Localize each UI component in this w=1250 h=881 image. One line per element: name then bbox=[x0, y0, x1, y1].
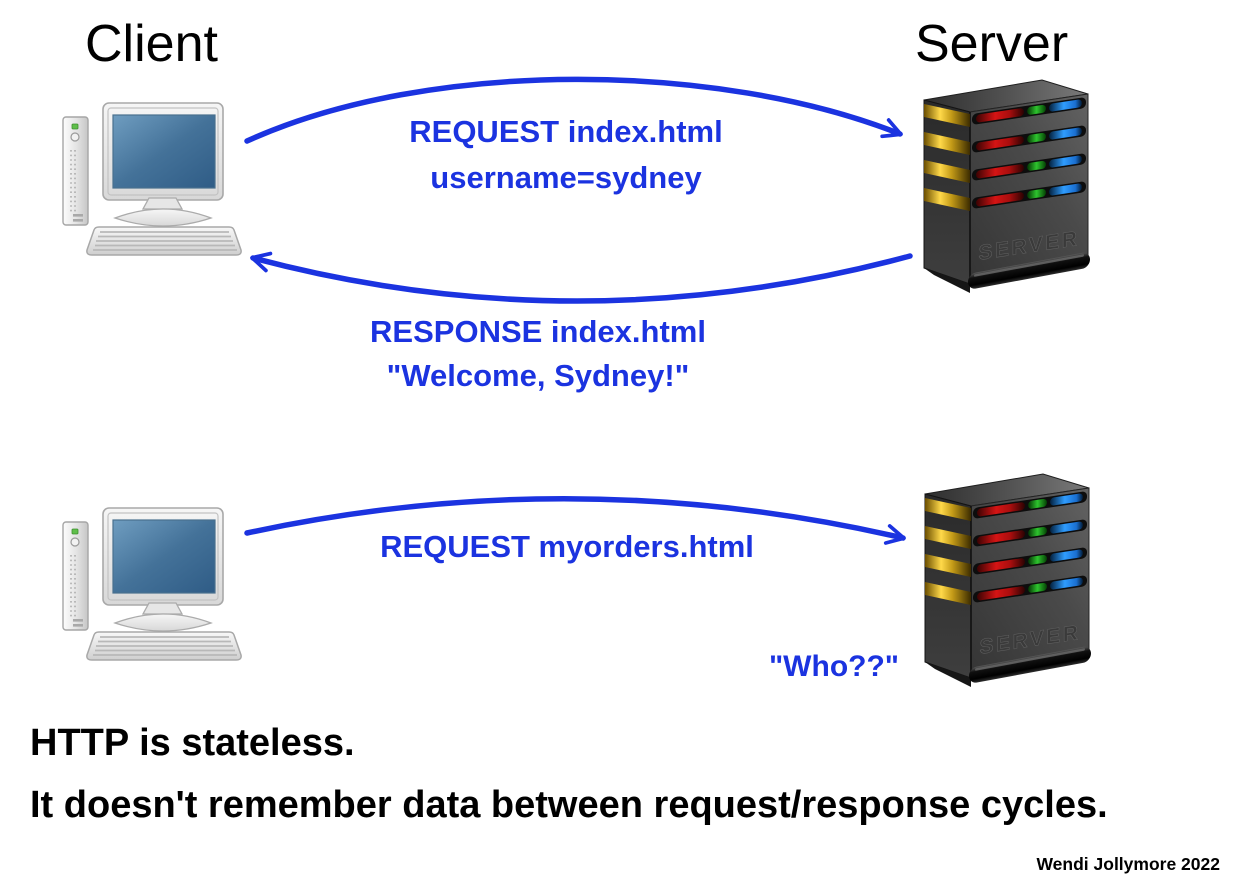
response-arrow-1 bbox=[250, 251, 913, 304]
server-reaction-label: "Who??" bbox=[768, 650, 900, 683]
response1-line2: "Welcome, Sydney!" bbox=[386, 358, 690, 393]
server-title: Server bbox=[915, 15, 1069, 73]
request2-label: REQUEST myorders.html bbox=[317, 524, 817, 570]
caption-line2: It doesn't remember data between request… bbox=[30, 784, 1108, 826]
request1-line1: REQUEST index.html bbox=[409, 114, 723, 149]
client-computer-icon-2 bbox=[45, 495, 245, 680]
server-tower-icon-2 bbox=[923, 472, 1093, 690]
request1-line2: username=sydney bbox=[430, 160, 702, 195]
caption-line1: HTTP is stateless. bbox=[30, 722, 355, 764]
request-arrow-1 bbox=[244, 76, 903, 144]
client-computer-icon bbox=[45, 90, 245, 275]
server-tower-icon bbox=[922, 78, 1092, 296]
request2-line1: REQUEST myorders.html bbox=[380, 529, 754, 564]
response1-label: RESPONSE index.html "Welcome, Sydney!" bbox=[288, 310, 788, 398]
client-title: Client bbox=[85, 15, 218, 73]
credit-text: Wendi Jollymore 2022 bbox=[1036, 854, 1220, 874]
response1-line1: RESPONSE index.html bbox=[370, 314, 706, 349]
request1-label: REQUEST index.html username=sydney bbox=[316, 109, 816, 201]
request-arrow-2 bbox=[244, 496, 906, 545]
caption: HTTP is stateless. It doesn't remember d… bbox=[30, 712, 1108, 836]
